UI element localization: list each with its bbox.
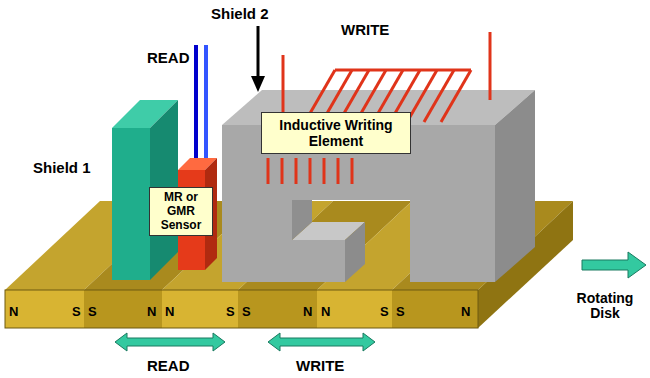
pole-letter: S	[380, 305, 389, 319]
read-lead	[204, 45, 208, 158]
pole-letter: S	[226, 305, 235, 319]
pole-letter: N	[165, 305, 174, 319]
pole-letter: S	[242, 305, 251, 319]
pole-letter: S	[72, 305, 81, 319]
disk-front	[5, 290, 478, 328]
write-coil	[268, 32, 490, 184]
direction-label: WRITE	[296, 358, 344, 375]
box-text: Inductive Writing Element	[270, 117, 402, 149]
write-yoke	[222, 90, 535, 282]
pole-letter: N	[9, 305, 18, 319]
pole-letter: N	[303, 305, 312, 319]
pole-letter: N	[321, 305, 330, 319]
read-lead	[194, 45, 198, 160]
span-arrow	[115, 333, 225, 351]
label-box: MR or GMR Sensor	[149, 187, 213, 236]
pole-letter: S	[396, 305, 405, 319]
direction-label: READ	[147, 358, 190, 375]
pole-letter: N	[147, 305, 156, 319]
pointer-arrow-head	[251, 76, 265, 92]
part-label: Shield 1	[33, 160, 91, 177]
label-box: Inductive Writing Element	[261, 112, 411, 154]
pointer-arrow	[257, 26, 260, 78]
part-label: READ	[147, 50, 190, 67]
part-label: Shield 2	[211, 6, 269, 23]
pole-letter: S	[88, 305, 97, 319]
box-text: MR or GMR Sensor	[154, 191, 208, 232]
pole-letter: N	[461, 305, 470, 319]
span-arrow	[268, 333, 375, 351]
part-label: WRITE	[341, 22, 389, 39]
part-label: Rotating Disk	[566, 291, 644, 322]
rotation-arrow	[582, 252, 646, 278]
